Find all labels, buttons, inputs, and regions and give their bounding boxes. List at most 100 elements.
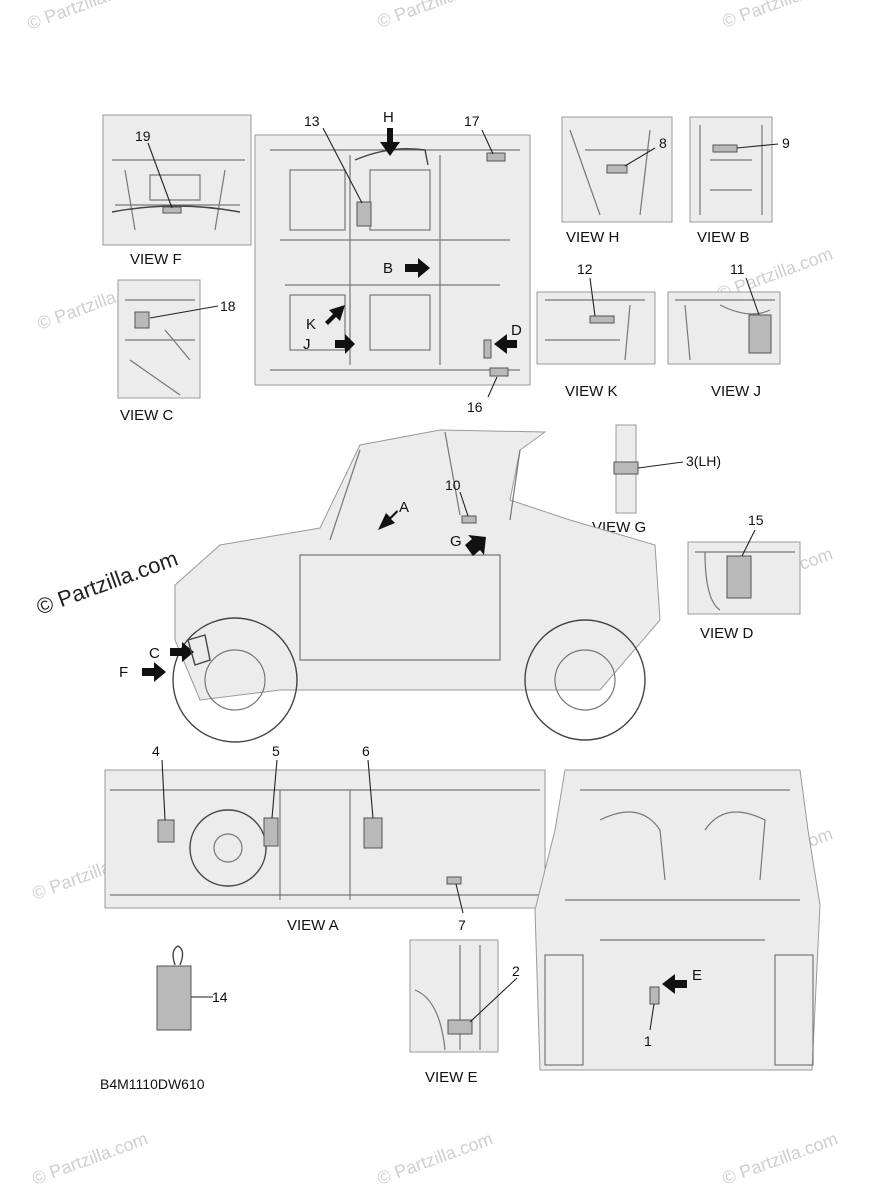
diagram-code: B4M1110DW610 — [100, 1076, 205, 1092]
label-8 — [606, 164, 628, 174]
callout-10: 10 — [445, 477, 461, 493]
view-d-title: VIEW D — [700, 625, 754, 642]
view-j-arrow — [335, 334, 355, 354]
callout-8: 8 — [659, 135, 667, 151]
watermark: © Partzilla.com — [30, 1128, 151, 1188]
view-b-image — [689, 116, 773, 223]
callout-18: 18 — [220, 298, 236, 314]
view-g-arrow — [465, 535, 486, 556]
callout-14: 14 — [212, 989, 228, 1005]
view-a-arrow — [378, 510, 398, 530]
callout-11: 11 — [730, 261, 745, 277]
view-j-panel: 11 VIEW J — [667, 261, 781, 400]
view-f-panel: 19 VIEW F — [102, 114, 252, 268]
view-f-arrow-label: F — [119, 664, 128, 681]
view-c-arrow-label: C — [149, 645, 160, 662]
view-a-arrow-label: A — [399, 499, 409, 516]
callout-12: 12 — [577, 261, 593, 277]
watermark: © Partzilla.com — [25, 0, 146, 34]
label-d — [483, 339, 492, 359]
label-1 — [649, 986, 660, 1005]
label-9 — [712, 144, 738, 153]
tag-hook — [172, 945, 184, 966]
view-k-image — [536, 291, 656, 365]
label-2 — [447, 1019, 473, 1035]
view-j-arrow-label: J — [303, 336, 311, 353]
view-f-title: VIEW F — [130, 251, 182, 268]
view-d-arrow-label: D — [511, 322, 522, 339]
rear-wheel — [524, 619, 646, 741]
item-14-tag: 14 — [156, 945, 228, 1031]
label-13 — [356, 201, 372, 227]
callout-1: 1 — [644, 1033, 652, 1049]
callout-13: 13 — [304, 113, 320, 129]
callout-2: 2 — [512, 963, 520, 979]
view-b-arrow — [405, 258, 430, 278]
view-b-title: VIEW B — [697, 229, 750, 246]
view-c-title: VIEW C — [120, 407, 174, 424]
view-e-panel: 2 VIEW E — [409, 939, 520, 1086]
label-6 — [363, 817, 383, 849]
view-h-panel: 8 VIEW H — [561, 116, 673, 246]
rear-view-image — [534, 769, 821, 1071]
view-g-arrow-label: G — [450, 533, 462, 550]
view-h-arrow-label: H — [383, 109, 394, 126]
view-f-image — [102, 114, 252, 246]
label-5 — [263, 817, 279, 847]
label-12 — [589, 315, 615, 324]
label-10 — [461, 515, 477, 524]
view-d-panel: 15 VIEW D — [687, 512, 801, 642]
view-a-title: VIEW A — [287, 917, 339, 934]
label-14 — [156, 965, 192, 1031]
view-k-title: VIEW K — [565, 383, 618, 400]
watermark-main: © Partzilla.com — [33, 546, 181, 620]
watermark: © Partzilla.com — [375, 0, 496, 32]
view-h-title: VIEW H — [566, 229, 619, 246]
view-e-arrow — [662, 974, 687, 994]
rear-view-panel: E 1 — [534, 769, 821, 1071]
view-j-title: VIEW J — [711, 383, 761, 400]
label-4 — [157, 819, 175, 843]
callout-4: 4 — [152, 743, 160, 759]
callout-19: 19 — [135, 128, 151, 144]
callout-7: 7 — [458, 917, 466, 933]
callout-3: 3(LH) — [686, 453, 721, 469]
view-c-arrow — [170, 642, 194, 662]
view-g-panel: 3(LH) VIEW G — [592, 424, 721, 536]
view-k-panel: 12 VIEW K — [536, 261, 656, 400]
callout-9: 9 — [782, 135, 790, 151]
view-c-panel: 18 VIEW C — [117, 279, 236, 424]
view-e-arrow-label: E — [692, 967, 702, 984]
label-17 — [486, 152, 506, 162]
label-15 — [726, 555, 752, 599]
label-11 — [748, 314, 772, 354]
watermark: © Partzilla.com — [720, 0, 841, 32]
view-e-image — [409, 939, 499, 1053]
side-view-panel: 10 A G C F — [119, 429, 661, 743]
label-16 — [489, 367, 509, 377]
front-wheel — [172, 617, 298, 743]
view-a-panel: 4 5 6 7 VIEW A — [104, 743, 546, 934]
view-h-arrow — [380, 128, 400, 156]
side-view-image — [174, 429, 661, 701]
label-3 — [613, 461, 639, 475]
label-7 — [446, 876, 462, 885]
view-d-arrow — [494, 334, 517, 354]
view-k-arrow — [325, 305, 345, 325]
view-b-panel: 9 VIEW B — [689, 116, 790, 246]
view-f-arrow — [142, 662, 166, 682]
callout-15: 15 — [748, 512, 764, 528]
callout-5: 5 — [272, 743, 280, 759]
watermark: © Partzilla.com — [720, 1128, 841, 1188]
view-k-arrow-label: K — [306, 316, 316, 333]
watermark: © Partzilla.com — [375, 1128, 496, 1188]
view-b-arrow-label: B — [383, 260, 393, 277]
callout-16: 16 — [467, 399, 483, 415]
view-a-image — [104, 769, 546, 909]
label-18 — [134, 311, 150, 329]
view-e-title: VIEW E — [425, 1069, 478, 1086]
top-view-panel: 13 17 16 H B J K D — [254, 109, 531, 415]
callout-6: 6 — [362, 743, 370, 759]
callout-17: 17 — [464, 113, 480, 129]
